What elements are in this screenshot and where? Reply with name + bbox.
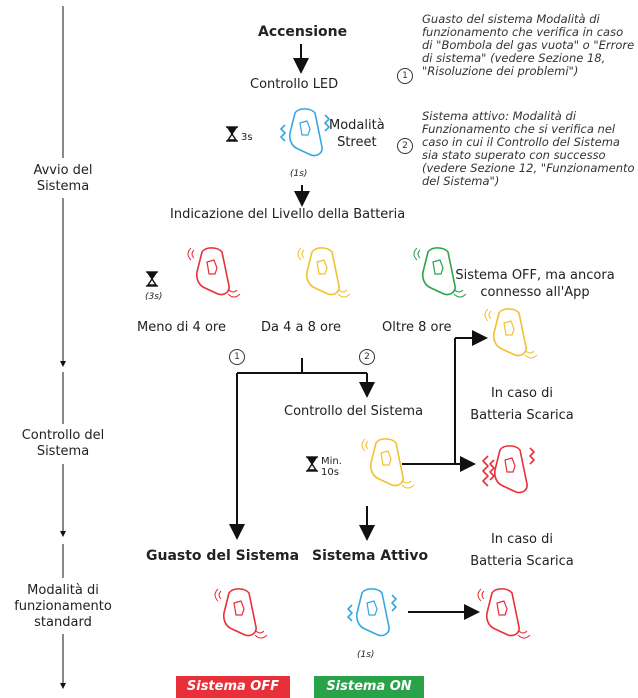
- battery-timer: (3s): [145, 292, 163, 302]
- connector-lines: [229, 44, 488, 620]
- outcome-fault-label: Guasto del Sistema: [146, 548, 300, 564]
- note-2-marker: 2: [397, 138, 413, 154]
- active-duration: (1s): [357, 650, 375, 660]
- low-battery-red-device: [482, 445, 535, 494]
- note-2-text: Sistema attivo: Modalità di Funzionament…: [422, 109, 635, 188]
- outcome-active-label: Sistema Attivo: [312, 548, 429, 564]
- street-hourglass-icon: [226, 126, 238, 142]
- low-battery-label-1: In caso di Batteria Scarica: [470, 386, 574, 423]
- fault-device: [214, 588, 268, 639]
- street-timer: 3s: [241, 132, 253, 143]
- branch-marker-2: 2: [359, 349, 375, 365]
- street-mode-device: [280, 108, 330, 157]
- system-check-device: [361, 438, 415, 489]
- after-active-device: [477, 588, 531, 639]
- street-duration: (1s): [290, 169, 308, 179]
- note-1-text: Guasto del sistema Modalità di funzionam…: [422, 12, 635, 78]
- battery-4-8: Da 4 a 8 ore: [261, 320, 342, 335]
- system-off-badge: Sistema OFF: [176, 676, 290, 698]
- battery-red-device: [187, 247, 241, 298]
- battery-less-4: Meno di 4 ore: [137, 320, 226, 335]
- battery-hourglass-icon: [146, 271, 158, 287]
- phase-label-startup: Avvio del Sistema: [33, 163, 93, 194]
- low-battery-label-2: In caso di Batteria Scarica: [470, 532, 574, 569]
- battery-over-8: Oltre 8 ore: [382, 320, 452, 335]
- street-mode-label: Modalità Street: [329, 118, 385, 150]
- system-on-badge: Sistema ON: [314, 676, 424, 698]
- phase-label-standard: Modalità di funzionamento standard: [14, 583, 112, 630]
- branch-marker-1: 1: [229, 349, 245, 365]
- phase-label-check: Controllo del Sistema: [21, 428, 105, 459]
- system-check-hourglass-icon: [306, 456, 318, 472]
- low-battery-yellow-device: [484, 308, 538, 359]
- active-device: [347, 588, 397, 637]
- note-1-marker: 1: [397, 68, 413, 84]
- system-check-label: Controllo del Sistema: [284, 404, 424, 419]
- system-check-timer: Min. 10s: [321, 456, 342, 478]
- title-power-on: Accensione: [258, 24, 348, 40]
- battery-indication-label: Indicazione del Livello della Batteria: [170, 207, 406, 222]
- led-check-label: Controllo LED: [250, 77, 339, 92]
- battery-green-device: [413, 247, 467, 298]
- system-off-app-label: Sistema OFF, ma ancora connesso all'App: [455, 268, 615, 300]
- battery-yellow-device: [297, 247, 351, 298]
